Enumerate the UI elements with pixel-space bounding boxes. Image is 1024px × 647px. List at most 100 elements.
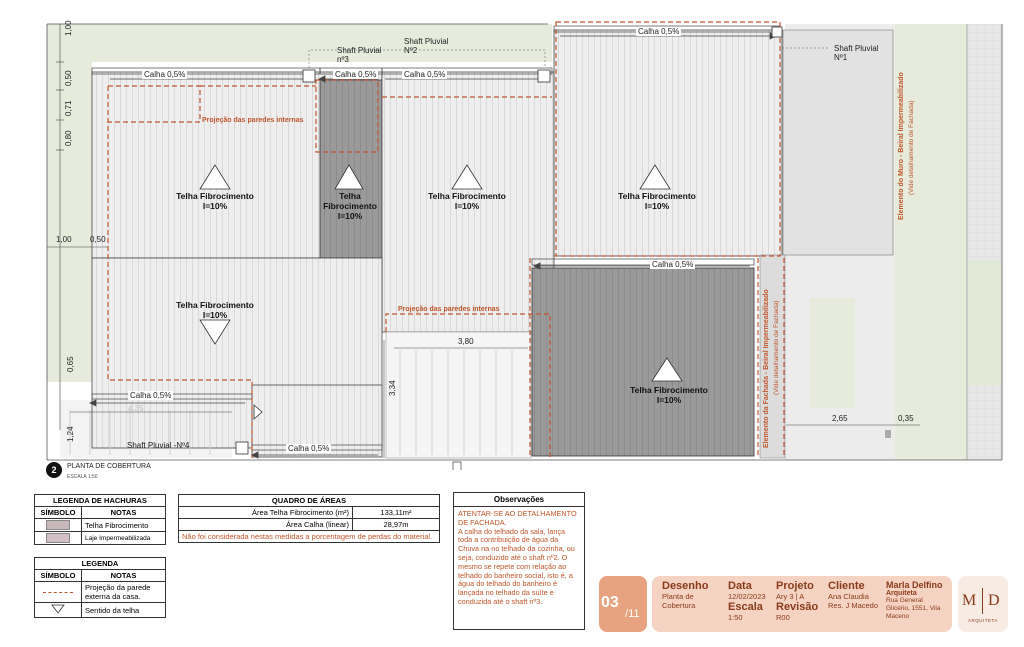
tb-desenho-header: Desenho (662, 580, 709, 592)
observations-line1: ATENTAR-SE AO DETALHAMENTO DE FACHADA. (458, 509, 577, 527)
tb-data-header: Data (728, 580, 752, 592)
tb-address-2: Glicério, 1551, Vila (886, 605, 941, 612)
logo-letter-d: D (988, 592, 1000, 609)
area-fiber-label: Área Telha Fibrocimento (m²) (178, 506, 353, 519)
tb-escala-value: 1:50 (728, 613, 743, 622)
hatch-legend-title: LEGENDA DE HACHURAS (34, 494, 166, 507)
dim-435: 4,35 (128, 404, 144, 413)
hatch-row-slab: Laje Impermeabilizada (81, 531, 166, 545)
slope-arrow-3 (451, 164, 483, 190)
dim-top-1: 1,00 (64, 20, 73, 36)
tb-cliente-header: Cliente (828, 580, 865, 592)
areas-title: QUADRO DE ÁREAS (178, 494, 440, 507)
tb-address-3: Maceno (886, 613, 910, 620)
gutter-label-4: Calha 0,5% (636, 27, 682, 36)
tb-data-value: 12/02/2023 (728, 592, 766, 601)
dim-265: 2,65 (832, 414, 848, 423)
tb-escala-header: Escala (728, 601, 763, 613)
area-fiber-value: 133,11m² (352, 506, 440, 519)
logo-tile: M D ARQUITETA (958, 576, 1008, 632)
roof-section-6 (531, 267, 755, 457)
tb-address-1: Rua General (886, 597, 923, 604)
dim-050: 0,50 (64, 70, 73, 86)
tb-desenho-value1: Planta de (662, 592, 694, 601)
tb-cliente-value2: Res. J Macedo (828, 601, 879, 610)
areas-note: Não foi considerada nestas medidas a por… (178, 530, 440, 543)
dim-left-050: 0,50 (90, 235, 106, 244)
observations-title: Observações (454, 493, 584, 507)
wall-element-note: (Vide detalhamento de Fachada) (908, 100, 915, 195)
facade-element-note: (Vide detalhamento de Fachada) (773, 300, 780, 395)
tb-revisao-value: R00 (776, 613, 790, 622)
legend-row-slope: Sentido da telha (81, 602, 166, 618)
slope-arrow-1 (199, 164, 231, 190)
gutter-label-3: Calha 0,5% (402, 70, 448, 79)
gutter-label-5: Calha 0,5% (650, 260, 696, 269)
slope-arrow-6 (651, 357, 683, 382)
gutter-label-6: Calha 0,5% (128, 391, 174, 400)
dim-065: 0,65 (66, 356, 75, 372)
drawing-title: PLANTA DE COBERTURA (67, 463, 151, 470)
roof-section-3 (381, 71, 555, 333)
observations-text: A calha do telhado da sala, lança toda a… (458, 526, 575, 606)
legend-col-notes: NOTAS (81, 569, 166, 582)
sheet-number: 03 (601, 594, 619, 611)
tb-projeto-value: Ary 3 | A (776, 592, 805, 601)
legend-title: LEGENDA (34, 557, 166, 570)
shaft-4-label: Shaft Pluvial -Nº4 (127, 441, 190, 450)
hatch-col-notes: NOTAS (81, 506, 166, 519)
tb-architect-role: Arquiteta (886, 590, 917, 597)
gutter-label-2: Calha 0,5% (333, 70, 379, 79)
dim-left-100: 1,00 (56, 235, 72, 244)
legend-col-symbol: SÍMBOLO (34, 569, 82, 582)
garden-strip-top (47, 24, 552, 62)
tb-desenho-value2: Cobertura (662, 601, 696, 610)
dim-035: 0,35 (898, 414, 914, 423)
wall-element-label: Elemento do Muro - Beiral Impermeabiliza… (898, 72, 905, 220)
dim-380: 3,80 (458, 337, 474, 346)
sheet-total: /11 (625, 608, 640, 620)
logo-subtitle: ARQUITETA (968, 618, 998, 623)
area-gutter-value: 28,97m (352, 518, 440, 531)
hatch-swatch-slab (46, 533, 70, 543)
facade-element-label: Elemento da Fachada - Beiral Impermeabil… (763, 289, 770, 448)
hatch-row-fiber: Telha Fibrocimento (81, 518, 166, 532)
tb-revisao-header: Revisão (776, 601, 819, 613)
observations-body: ATENTAR-SE AO DETALHAMENTO DE FACHADA. A… (454, 507, 584, 610)
gutter-label-7: Calha 0,5% (286, 444, 332, 453)
garden-strip-left (47, 62, 92, 382)
hatch-col-symbol: SÍMBOLO (34, 506, 82, 519)
dim-071: 0,71 (64, 100, 73, 116)
tb-architect-name: Marla Delfino (886, 580, 943, 590)
slope-arrow-5 (199, 319, 231, 345)
dim-124: 1,24 (66, 426, 75, 442)
tb-cliente-value1: Ana Claudia (828, 592, 869, 601)
area-gutter-label: Área Calha (linear) (178, 518, 353, 531)
dim-080: 0,80 (64, 130, 73, 146)
slope-arrow-2 (334, 164, 364, 190)
observations-box: Observações ATENTAR-SE AO DETALHAMENTO D… (453, 492, 585, 630)
dashed-line-symbol (43, 591, 73, 593)
areas-table: QUADRO DE ÁREAS Área Telha Fibrocimento … (178, 494, 440, 543)
tb-projeto-header: Projeto (776, 580, 814, 592)
title-block: Desenho Planta de Cobertura Data 12/02/2… (652, 576, 952, 632)
triangle-down-icon (51, 604, 65, 614)
drawing-number-badge: 2 (46, 462, 62, 478)
garden-strip-right (895, 24, 967, 460)
roof-section-4 (553, 29, 783, 257)
projection-label-2: Projeção das paredes internas (398, 306, 500, 313)
dim-334: 3,34 (388, 380, 397, 396)
logo-letter-m: M (962, 592, 977, 609)
gutter-label-1: Calha 0,5% (142, 70, 188, 79)
projection-label-1: Projeção das paredes internas (202, 117, 304, 124)
